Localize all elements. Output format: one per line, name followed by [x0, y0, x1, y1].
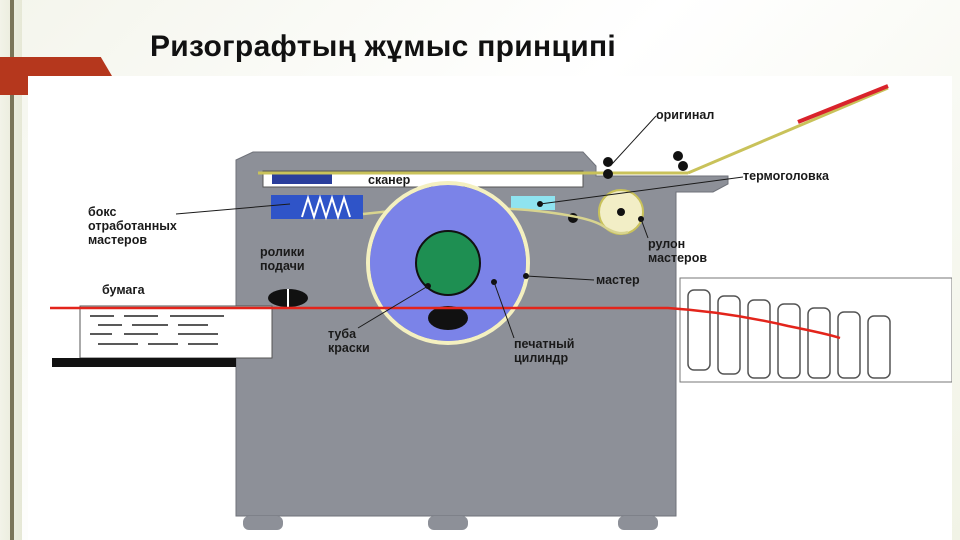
- print-drum: [366, 181, 530, 345]
- thermohead-block: [511, 196, 555, 210]
- output-tray: [679, 277, 952, 383]
- risograph-diagram: оригинал сканер термоголовка бокс отрабо…: [50, 84, 952, 530]
- label-used-masters-box-3: мастеров: [88, 233, 147, 247]
- used-masters-spring: [301, 194, 351, 221]
- left-stripe: [10, 0, 14, 540]
- pressure-roller: [428, 306, 468, 330]
- label-master-roll-2: мастеров: [648, 251, 707, 265]
- label-print-drum-1: печатный: [514, 337, 574, 351]
- label-thermohead: термоголовка: [743, 169, 830, 183]
- paper-path: [50, 306, 841, 340]
- original-roller-1: [603, 157, 613, 167]
- machine-foot-left: [243, 516, 283, 530]
- original-sheet: [687, 86, 889, 175]
- label-ink-tube-2: краски: [328, 341, 370, 355]
- label-scanner: сканер: [368, 173, 411, 187]
- original-roller-3: [673, 151, 683, 161]
- ink-tube: [415, 230, 481, 296]
- output-paper-stack: [687, 289, 891, 379]
- label-master-roll-1: рулон: [648, 237, 685, 251]
- machine-foot-middle: [428, 516, 468, 530]
- label-print-drum-2: цилиндр: [514, 351, 568, 365]
- master-roll-core: [617, 208, 625, 216]
- label-paper: бумага: [102, 283, 146, 297]
- paper-tray-base: [52, 358, 236, 367]
- leader-lines: [175, 115, 744, 339]
- label-ink-tube-1: туба: [328, 327, 357, 341]
- slide-title: Ризографтың жұмыс принципі: [150, 30, 617, 63]
- machine-foot-right: [618, 516, 658, 530]
- original-roller-2: [603, 169, 613, 179]
- label-used-masters-box-2: отработанных: [88, 219, 177, 233]
- original-pen: [797, 84, 889, 124]
- label-feed-rollers-2: подачи: [260, 259, 305, 273]
- scanner-lamp: [272, 174, 332, 184]
- label-original: оригинал: [656, 108, 714, 122]
- label-feed-rollers-1: ролики: [260, 245, 305, 259]
- original-roller-4: [678, 161, 688, 171]
- paper-text-lines: [90, 315, 224, 345]
- label-master: мастер: [596, 273, 640, 287]
- paper-input-sheet: [79, 305, 273, 359]
- label-used-masters-box-1: бокс: [88, 205, 116, 219]
